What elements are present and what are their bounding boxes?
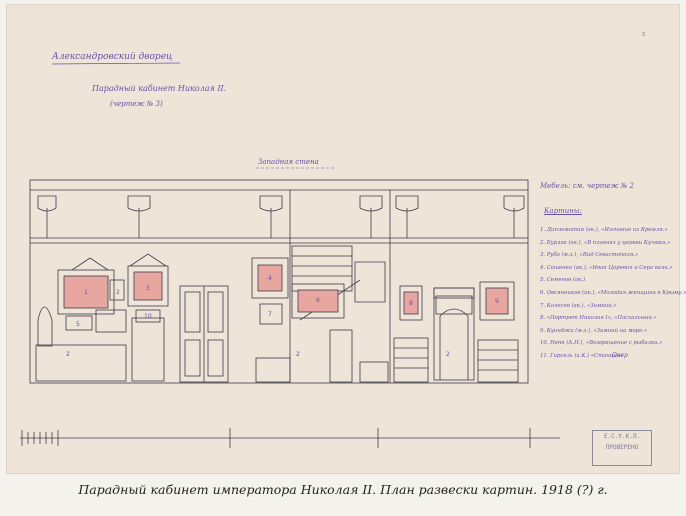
scale-bar bbox=[20, 428, 560, 448]
cabinets bbox=[35, 317, 519, 383]
arched-door bbox=[433, 287, 475, 381]
legend-item: 4. Сошенко (ак.), «Иван Царевич и Сера в… bbox=[540, 264, 673, 271]
painting-8 bbox=[403, 291, 419, 315]
label-7: 7 bbox=[268, 311, 272, 318]
stamp-line: ПРОВЕРЕНО bbox=[605, 444, 639, 451]
drawing-numerals: 1 2 3 4 5 6 7 8 9 10 2 2 2 bbox=[66, 275, 499, 358]
drawing-sheet bbox=[6, 4, 680, 474]
wall-elevation-drawing: 1 2 3 4 5 6 7 8 9 10 2 2 2 bbox=[20, 62, 560, 448]
signature: Овер bbox=[612, 352, 628, 359]
figure-caption: Парадный кабинет императора Николая II. … bbox=[78, 482, 608, 497]
legend-item: 10. Непп (А.Н.), «Возвращение с рыбалки.… bbox=[540, 340, 663, 347]
legend-item: 8. «Портрет Николая I», «Пасхальный.» bbox=[540, 315, 657, 322]
label-2: 2 bbox=[116, 289, 120, 296]
wall-label: Западная стена bbox=[258, 158, 319, 166]
drawing-number: (чертеж № 3) bbox=[110, 100, 163, 108]
legend-item: 3. Рубо (м.з.), «Вид Севастополя.» bbox=[540, 252, 639, 259]
furniture-label: 2 bbox=[296, 351, 300, 358]
furniture-note: Мебель: см. чертеж № 2 bbox=[540, 182, 634, 190]
label-10: 10 bbox=[144, 313, 152, 320]
wall-outline bbox=[29, 179, 529, 384]
painting-9 bbox=[485, 287, 509, 315]
label-1: 1 bbox=[84, 289, 88, 296]
legend-item: 9. Куинджи (м.з.), «Зимний на море.» bbox=[540, 327, 648, 334]
painting-1 bbox=[63, 275, 109, 309]
page-mark: ε bbox=[642, 30, 646, 38]
furniture-label: 2 bbox=[446, 351, 450, 358]
label-8: 8 bbox=[409, 300, 413, 307]
room-title: Парадный кабинет Николая II. bbox=[92, 84, 227, 93]
painting-4 bbox=[257, 264, 283, 292]
palace-title: Александровский дворец bbox=[52, 52, 173, 62]
paintings bbox=[63, 264, 509, 315]
archive-stamp: Е.С.У.К.Л. ПРОВЕРЕНО bbox=[592, 430, 652, 466]
stamp-line: Е.С.У.К.Л. bbox=[603, 433, 641, 440]
label-3: 3 bbox=[146, 285, 150, 292]
painting-6 bbox=[297, 289, 339, 313]
pilaster-capitals bbox=[37, 195, 525, 212]
label-4: 4 bbox=[268, 275, 272, 282]
bust-sculpture bbox=[37, 306, 53, 347]
legend-title: Картины: bbox=[544, 207, 582, 215]
legend-list: 1. Дипломатия (ак.), «Изгнание из Кремля… bbox=[540, 224, 686, 363]
legend-item: 1. Дипломатия (ак.), «Изгнание из Кремля… bbox=[540, 227, 668, 233]
label-6: 6 bbox=[316, 297, 320, 304]
legend-item: 11. Гирсель (а.К.) «Станции» bbox=[540, 352, 624, 359]
legend-item: 5. Семенов (ак.). bbox=[540, 277, 587, 284]
furniture-label: 2 bbox=[66, 351, 70, 358]
legend-item: 6. Овсянников (ак.), «Молодая женщина в … bbox=[540, 289, 686, 296]
painting-3 bbox=[133, 271, 163, 301]
label-5: 5 bbox=[76, 321, 80, 328]
legend-item: 2. Бурлак (ак.), «В плавнях у церкви Куч… bbox=[540, 239, 671, 246]
legend-item: 7. Колесов (ак.), «Зимний.» bbox=[540, 302, 617, 309]
label-9: 9 bbox=[495, 298, 499, 305]
double-door bbox=[179, 285, 229, 383]
